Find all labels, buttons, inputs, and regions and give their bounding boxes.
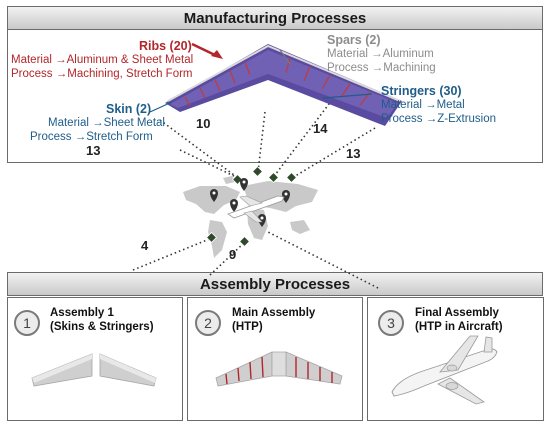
assembly-step-2-subtitle: (HTP) <box>232 321 263 333</box>
map-airplane-icon <box>227 195 285 223</box>
spars-material: Material →Aluminum <box>327 48 434 60</box>
assembly-2-illustration <box>215 351 343 387</box>
spars-title: Spars (2) <box>327 33 381 47</box>
supplier-count-right: 13 <box>346 146 361 161</box>
spars-pointer <box>279 49 291 65</box>
assembly-header: Assembly Processes <box>7 272 543 296</box>
stringers-material: Material →Metal <box>381 99 465 111</box>
supplier-count-skin: 10 <box>196 116 211 131</box>
skin-label: Skin (2) Material →Sheet Metal Process →… <box>30 102 165 144</box>
supplier-count-left: 13 <box>86 143 101 158</box>
stringers-pointer <box>322 93 373 99</box>
aircraft-illustration <box>391 335 498 405</box>
skin-material: Material →Sheet Metal <box>48 117 165 129</box>
skin-pointer <box>149 101 173 113</box>
assembly-step-1-title: Assembly 1 (Skins & Stringers) <box>50 306 154 334</box>
stringers-title: Stringers (30) <box>381 84 462 98</box>
assembly-step-2-name: Main Assembly <box>232 307 316 319</box>
supplier-markers <box>205 165 298 248</box>
skin-process: Process →Stretch Form <box>30 131 153 143</box>
assembly-step-1-subtitle: (Skins & Stringers) <box>50 321 154 333</box>
assembly-step-1-number: 1 <box>14 310 40 336</box>
ribs-label: Ribs (20) Material →Aluminum & Sheet Met… <box>11 39 193 81</box>
ribs-title: Ribs (20) <box>139 39 192 53</box>
ribs-process: Process →Machining, Stretch Form <box>11 68 193 80</box>
stringers-label: Stringers (30) Material →Metal Process →… <box>381 84 496 126</box>
assembly-step-3-name: Final Assembly <box>415 307 499 319</box>
supplier-connectors <box>132 99 379 289</box>
location-pins <box>210 178 290 227</box>
spars-process: Process →Machining <box>327 62 436 74</box>
stringers-process: Process →Z-Extrusion <box>381 113 497 125</box>
manufacturing-panel <box>7 6 543 163</box>
supplier-count-spars: 14 <box>313 121 328 136</box>
assembly-step-3-number: 3 <box>378 310 404 336</box>
wing-illustration <box>165 44 402 126</box>
assembly-1-illustration <box>31 353 157 387</box>
assembly-step-2-title: Main Assembly (HTP) <box>232 306 315 334</box>
map-count-left: 4 <box>141 238 149 253</box>
skin-title: Skin (2) <box>106 102 152 116</box>
spars-label: Spars (2) Material →Aluminum Process →Ma… <box>327 33 436 75</box>
ribs-pointer-arrow <box>191 42 223 59</box>
manufacturing-header: Manufacturing Processes <box>7 6 543 30</box>
assembly-step-1-name: Assembly 1 <box>50 307 114 319</box>
assembly-step-2-number: 2 <box>195 310 221 336</box>
map-count-south: 9 <box>229 247 237 262</box>
assembly-step-3-title: Final Assembly (HTP in Aircraft) <box>415 306 503 334</box>
assembly-step-3-subtitle: (HTP in Aircraft) <box>415 321 503 333</box>
ribs-material: Material →Aluminum & Sheet Metal <box>11 54 194 66</box>
